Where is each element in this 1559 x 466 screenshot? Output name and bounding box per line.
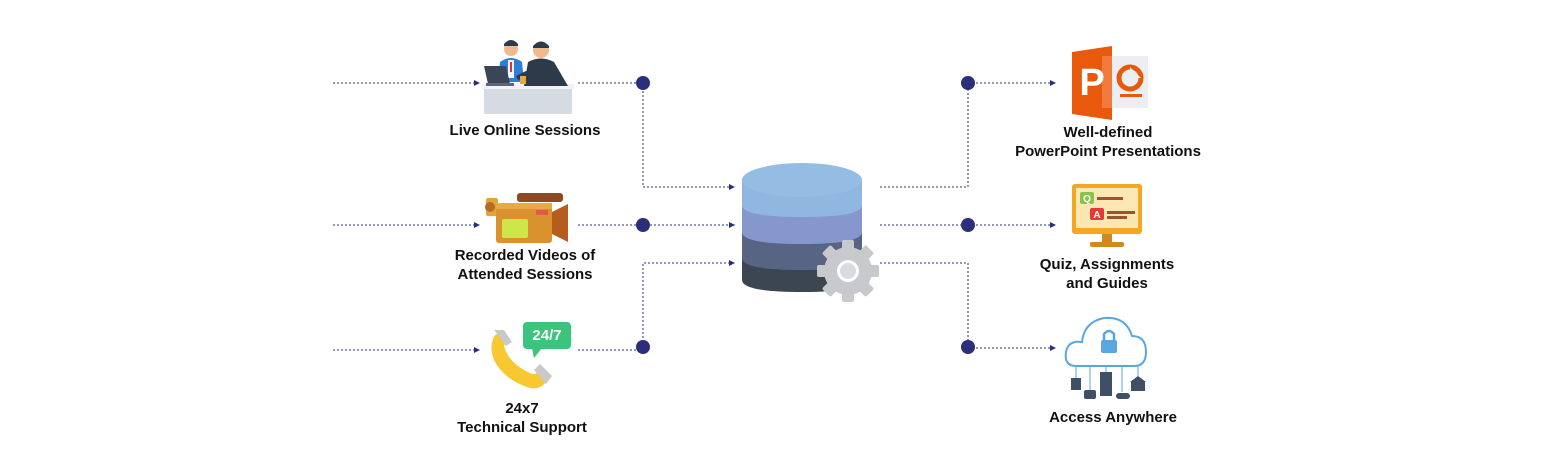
label-line: Quiz, Assignments [1039, 256, 1175, 273]
node-dot [636, 76, 650, 90]
label-line: Recorded Videos of [454, 247, 596, 264]
node-dots [636, 76, 975, 354]
label-line: Access Anywhere [1049, 409, 1177, 426]
label-line: PowerPoint Presentations [1015, 143, 1201, 160]
label-live-online-sessions: Live Online Sessions [425, 121, 625, 140]
node-dot [961, 340, 975, 354]
connector-db-to-access [880, 262, 969, 348]
connector-live-to-db [642, 83, 735, 190]
meeting-icon [482, 40, 574, 114]
quiz-a-letter: A [1093, 210, 1100, 221]
input-connectors [333, 80, 735, 353]
label-powerpoint-presentations: Well-defined PowerPoint Presentations [993, 123, 1223, 161]
label-line: Attended Sessions [457, 266, 593, 283]
label-line: Well-defined [1063, 124, 1153, 141]
connector-db-to-ppt [880, 83, 969, 188]
node-dot [636, 340, 650, 354]
cloud-access-icon [1064, 316, 1148, 399]
ppt-letter: P [1079, 62, 1104, 104]
phone-support-icon: 24/7 [491, 322, 571, 389]
quiz-monitor-icon: Q A [1072, 184, 1142, 247]
label-access-anywhere: Access Anywhere [998, 408, 1228, 427]
label-technical-support: 24x7 Technical Support [422, 399, 622, 437]
node-dot [961, 218, 975, 232]
connector-support-to-db [642, 260, 735, 350]
label-line: and Guides [1066, 275, 1148, 292]
label-line: Technical Support [457, 419, 587, 436]
label-line: 24x7 [505, 400, 539, 417]
quiz-q-letter: Q [1083, 194, 1091, 205]
video-camera-icon [485, 193, 568, 243]
support-badge-text: 24/7 [532, 327, 561, 344]
database-gear-icon [742, 163, 879, 302]
label-line: Live Online Sessions [449, 122, 601, 139]
node-dot [636, 218, 650, 232]
label-recorded-videos: Recorded Videos of Attended Sessions [425, 246, 625, 284]
node-dot [961, 76, 975, 90]
powerpoint-icon: P [1072, 46, 1148, 120]
label-quiz-assignments: Quiz, Assignments and Guides [992, 255, 1222, 293]
